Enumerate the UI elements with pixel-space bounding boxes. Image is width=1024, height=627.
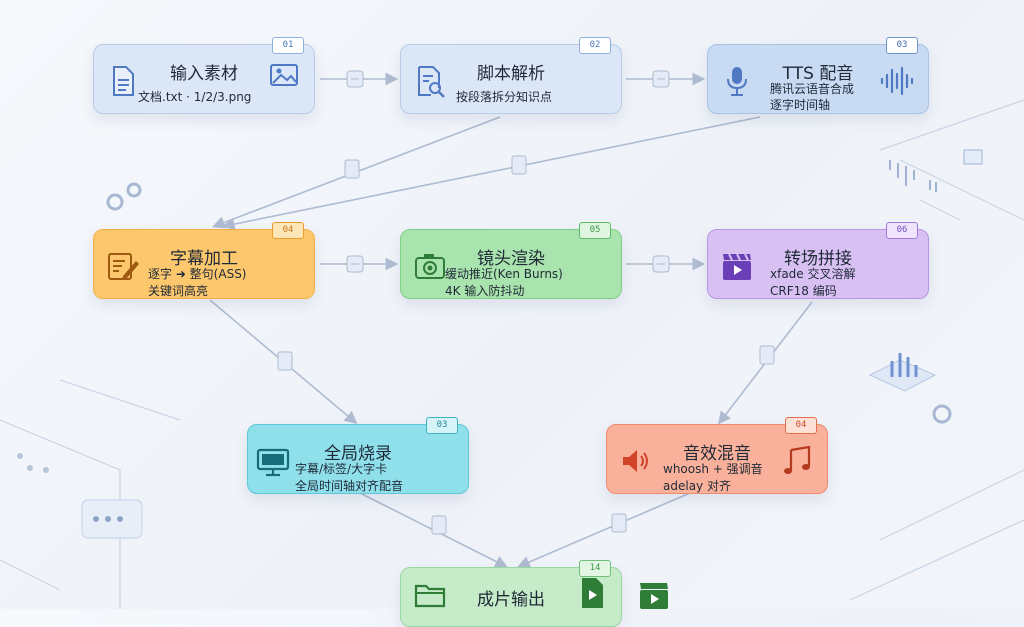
node-global-burn-in[interactable]: 03 全局烧录 字幕/标签/大字卡 全局时间轴对齐配音	[247, 417, 469, 494]
node-shot-rendering[interactable]: 05 镜头渲染 缓动推近(Ken Burns) 4K 输入防抖动	[400, 222, 622, 299]
play-file-icon	[582, 578, 603, 608]
node-subtitle: 4K 输入防抖动	[445, 284, 525, 298]
node-subtitle: 全局时间轴对齐配音	[295, 479, 404, 493]
microphone-icon	[727, 67, 747, 96]
node-subtitle: 逐字时间轴	[770, 98, 831, 112]
node-transition-stitching[interactable]: 06 转场拼接 xfade 交叉溶解 CRF18 编码	[707, 222, 929, 299]
step-badge: 04	[785, 417, 817, 434]
node-script-parsing[interactable]: 02 脚本解析 按段落拆分知识点	[400, 37, 622, 114]
step-badge: 01	[272, 37, 304, 54]
node-subtitle: 文档.txt · 1/2/3.png	[138, 90, 252, 104]
node-subtitle-processing[interactable]: 04 字幕加工 逐字 ➜ 整句(ASS) 关键词高亮	[93, 222, 315, 299]
node-title: 镜头渲染	[477, 249, 545, 269]
background-decoration	[0, 99, 1024, 609]
waveform-icon	[880, 66, 914, 96]
folder-icon	[414, 584, 446, 608]
magnify-document-icon	[418, 66, 445, 98]
node-title: 输入素材	[170, 64, 238, 84]
edit-note-icon	[108, 253, 139, 280]
node-title: 成片输出	[477, 590, 545, 610]
camera-icon	[415, 254, 445, 279]
node-tts-voiceover[interactable]: 03 TTS 配音 腾讯云语音合成 逐字时间轴	[707, 37, 929, 114]
image-icon	[270, 64, 298, 86]
step-badge: 03	[886, 37, 918, 54]
node-subtitle: 按段落拆分知识点	[456, 90, 553, 104]
node-subtitle: 字幕/标签/大字卡	[295, 462, 388, 476]
clapperboard-icon	[723, 253, 751, 280]
node-subtitle: adelay 对齐	[663, 479, 731, 493]
node-subtitle: whoosh + 强调音	[663, 462, 763, 476]
music-note-icon	[784, 445, 811, 474]
node-final-output[interactable]: 14 成片输出	[400, 560, 622, 627]
node-subtitle: 缓动推近(Ken Burns)	[445, 267, 563, 281]
speaker-icon	[623, 450, 648, 472]
step-badge: 06	[886, 222, 918, 239]
node-title: 字幕加工	[170, 249, 238, 269]
node-title: 全局烧录	[324, 444, 392, 464]
node-title: 脚本解析	[477, 64, 545, 84]
node-input-materials[interactable]: 01 输入素材 文档.txt · 1/2/3.png	[93, 37, 315, 114]
step-badge: 03	[426, 417, 458, 434]
node-subtitle: 逐字 ➜ 整句(ASS)	[148, 267, 247, 281]
node-subtitle: 腾讯云语音合成	[770, 82, 855, 96]
node-subtitle: 关键词高亮	[148, 284, 209, 298]
step-badge: 05	[579, 222, 611, 239]
step-badge: 04	[272, 222, 304, 239]
step-badge: 02	[579, 37, 611, 54]
node-subtitle: CRF18 编码	[770, 284, 837, 298]
node-title: 转场拼接	[784, 249, 852, 269]
monitor-icon	[256, 448, 290, 477]
node-title: 音效混音	[683, 444, 751, 464]
node-subtitle: xfade 交叉溶解	[770, 267, 856, 281]
step-badge: 14	[579, 560, 611, 577]
clapperboard-icon	[640, 583, 668, 609]
node-title: TTS 配音	[782, 64, 854, 84]
flow-connectors	[209, 70, 813, 569]
node-sound-mixing[interactable]: 04 音效混音 whoosh + 强调音 adelay 对齐	[606, 417, 828, 494]
document-icon	[113, 66, 134, 96]
